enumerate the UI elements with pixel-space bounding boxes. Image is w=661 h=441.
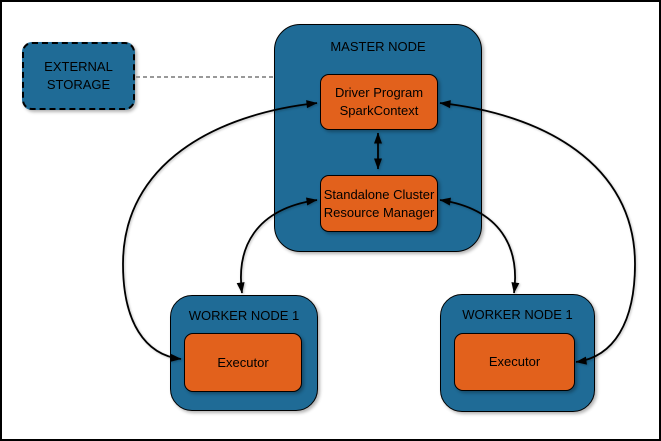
spark-context-label: SparkContext [339,103,419,118]
executor-box-right: Executor [454,333,575,391]
external-storage-node: EXTERNAL STORAGE [22,42,135,110]
master-node: MASTER NODE Driver Program SparkContext … [274,24,482,252]
master-node-title: MASTER NODE [330,39,426,54]
resource-manager-label-line2: Resource Manager [323,204,435,220]
external-storage-label-line1: EXTERNAL [44,59,113,74]
resource-manager-box: Standalone Cluster Resource Manager [320,175,438,232]
executor-left-label: Executor [217,354,269,370]
external-storage-label-line2: STORAGE [46,77,111,92]
worker-node-left: WORKER NODE 1 Executor [170,295,318,411]
worker-node-left-title: WORKER NODE 1 [188,308,300,323]
executor-right-label: Executor [488,354,541,369]
executor-box-left: Executor [184,333,302,392]
driver-program-label: Driver Program [334,85,424,100]
worker-node-right: WORKER NODE 1 Executor [440,294,595,412]
driver-program-box: Driver Program SparkContext [320,74,438,130]
worker-node-right-title: WORKER NODE 1 [462,307,573,322]
resource-manager-label-line1: Standalone Cluster [323,186,435,202]
